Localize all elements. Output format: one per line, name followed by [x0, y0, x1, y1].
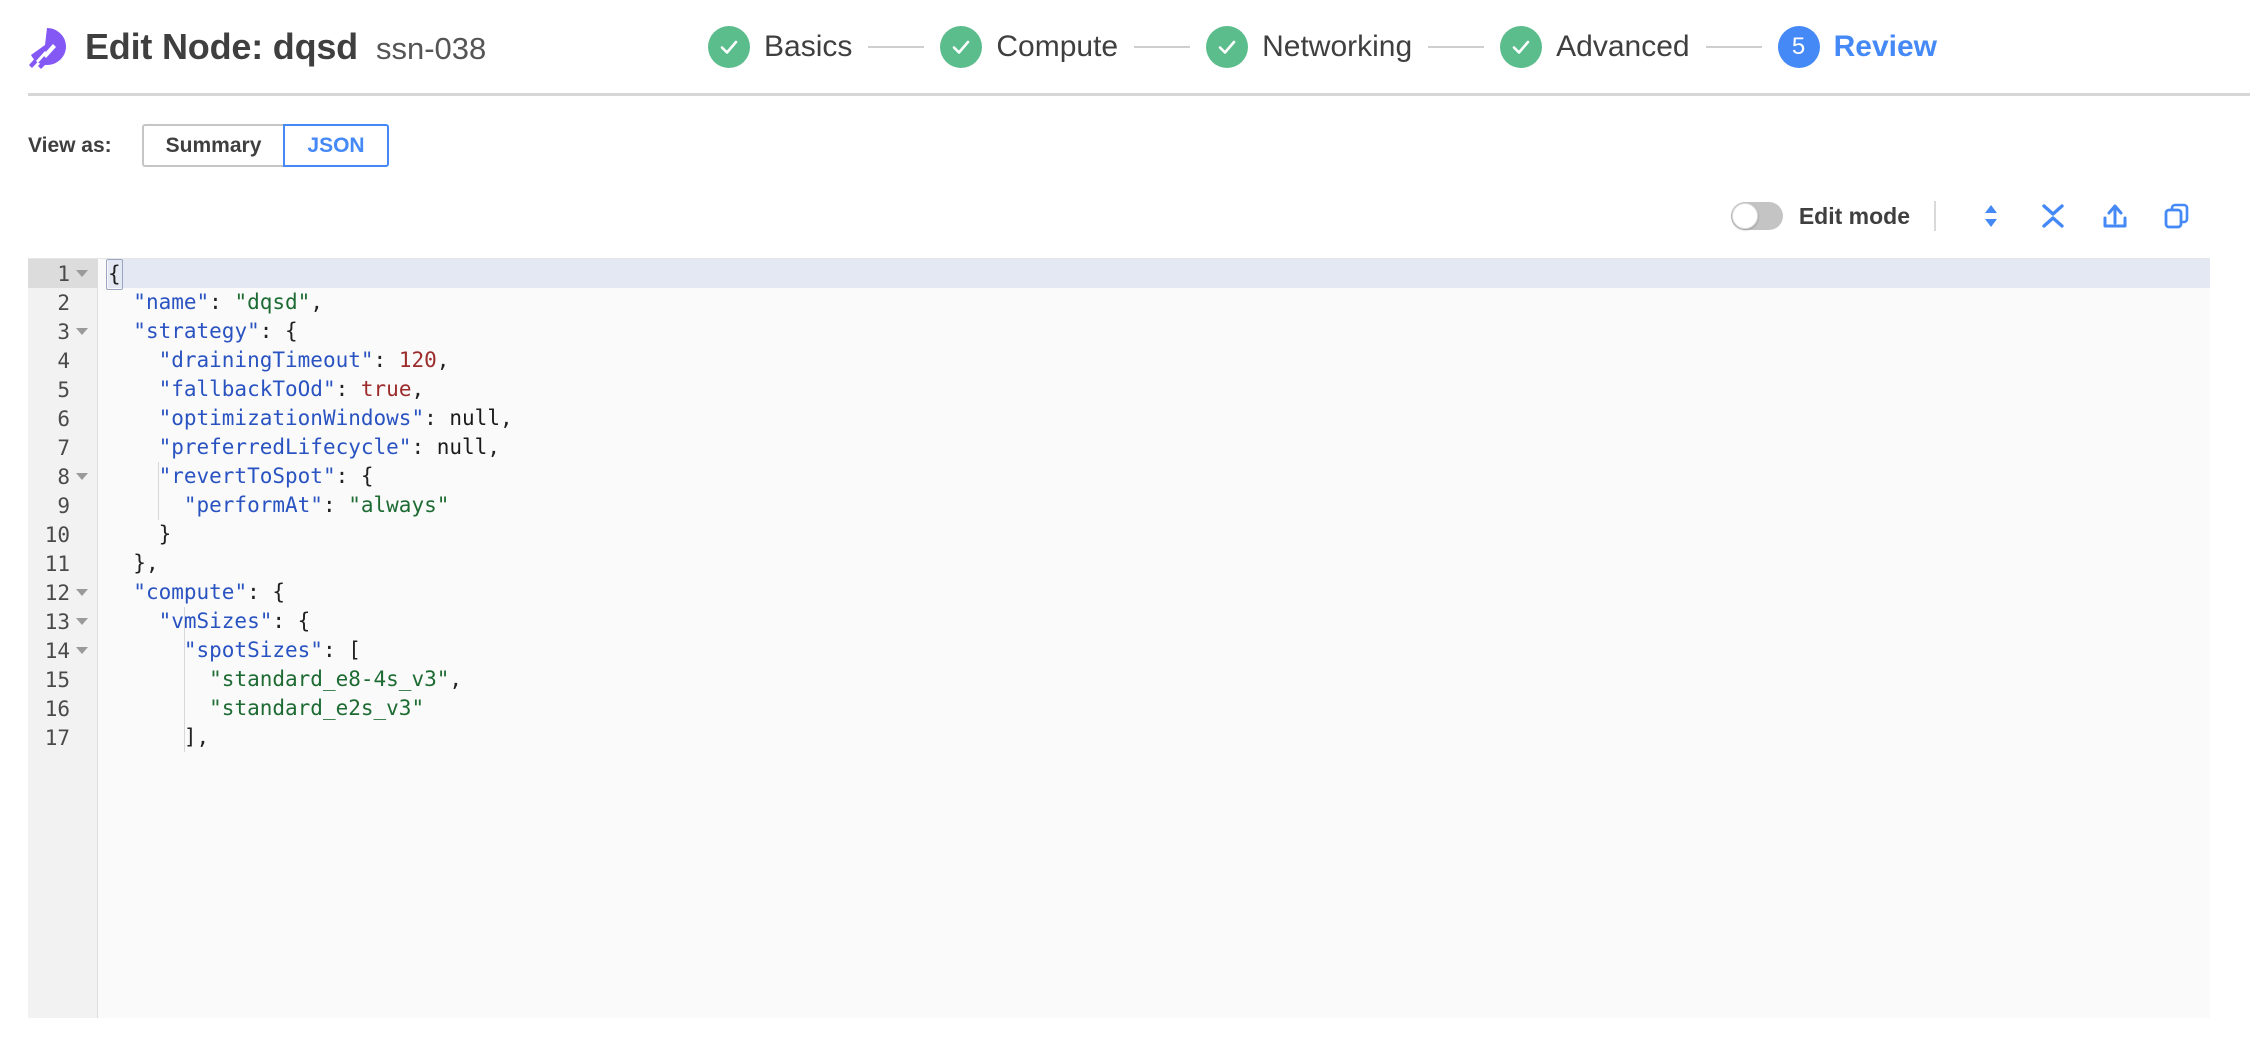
check-icon [1500, 26, 1543, 68]
fold-toggle-icon[interactable] [73, 328, 91, 335]
code-line[interactable]: "compute": { [133, 580, 286, 604]
gutter-line-number: 15 [44, 667, 70, 692]
page-title-text: Edit Node: dqsd [85, 26, 358, 67]
expand-all-icon[interactable] [1974, 199, 2008, 233]
code-line[interactable]: "vmSizes": { [158, 609, 311, 633]
gutter-line-number: 12 [28, 578, 97, 607]
edit-mode-label: Edit mode [1798, 202, 1910, 229]
code-line[interactable]: { [106, 259, 2210, 290]
export-icon[interactable] [2098, 199, 2132, 233]
header-divider [28, 93, 2250, 96]
step-number-badge: 5 [1777, 26, 1820, 68]
view-as-summary-button[interactable]: Summary [141, 124, 284, 167]
code-line[interactable]: "revertToSpot": { [158, 464, 374, 488]
view-as-label: View as: [28, 133, 112, 157]
gutter-line-number: 14 [28, 636, 97, 665]
step-compute[interactable]: Compute [940, 26, 1118, 68]
step-label: Networking [1262, 30, 1413, 63]
step-review[interactable]: 5 Review [1777, 26, 1937, 68]
indent-guide [158, 462, 160, 520]
step-connector [1705, 46, 1762, 48]
step-connector [1134, 46, 1191, 48]
step-label: Basics [764, 30, 853, 63]
step-label: Advanced [1556, 30, 1690, 63]
gutter-line-number: 1 [28, 259, 97, 288]
spot-logo-icon [25, 25, 69, 69]
code-line[interactable]: "preferredLifecycle": null, [158, 435, 500, 459]
step-basics[interactable]: Basics [708, 26, 852, 68]
step-number: 5 [1791, 33, 1806, 60]
view-as-row: View as: Summary JSON [0, 94, 2250, 167]
gutter-line-number: 16 [44, 696, 70, 721]
code-line[interactable]: "fallbackToOd": true, [158, 377, 425, 401]
step-connector [868, 46, 925, 48]
check-icon [940, 26, 983, 68]
step-label: Review [1833, 30, 1937, 63]
wizard-stepper: Basics Compute Networking Advanced 5 Review [700, 0, 1937, 94]
fold-toggle-icon[interactable] [73, 647, 91, 654]
collapse-all-icon[interactable] [2036, 199, 2070, 233]
copy-icon[interactable] [2160, 199, 2194, 233]
code-line[interactable]: "performAt": "always" [183, 493, 450, 517]
code-line[interactable]: "spotSizes": [ [183, 638, 361, 662]
view-as-segmented-control[interactable]: Summary JSON [141, 124, 389, 167]
fold-toggle-icon[interactable] [73, 473, 91, 480]
check-icon [1206, 26, 1249, 68]
code-line[interactable]: "name": "dqsd", [133, 290, 323, 314]
fold-toggle-icon[interactable] [73, 589, 91, 596]
code-line[interactable]: "standard_e8-4s_v3", [209, 667, 463, 691]
gutter-line-number: 9 [57, 493, 70, 518]
gutter-line-number: 11 [44, 551, 70, 576]
code-line[interactable]: "strategy": { [133, 319, 298, 343]
gutter-line-number: 4 [57, 348, 70, 373]
code-line[interactable]: "standard_e2s_v3" [209, 696, 425, 720]
gutter-line-number: 6 [57, 406, 70, 431]
check-icon [708, 26, 750, 68]
code-line[interactable]: } [158, 522, 172, 546]
code-line[interactable]: "drainingTimeout": 120, [158, 348, 450, 372]
gutter-line-number: 3 [28, 317, 97, 346]
step-advanced[interactable]: Advanced [1500, 26, 1690, 68]
page-title: Edit Node: dqsd ssn-038 [85, 26, 486, 68]
page-subtitle-text: ssn-038 [375, 31, 487, 66]
gutter-line-number: 10 [44, 522, 70, 547]
fold-toggle-icon[interactable] [73, 270, 91, 277]
step-label: Compute [996, 30, 1119, 63]
gutter-line-number: 2 [57, 290, 70, 315]
code-line[interactable]: }, [133, 551, 159, 575]
edit-mode-toggle-knob [1731, 203, 1758, 229]
gutter-line-number: 7 [57, 435, 70, 460]
indent-guide [183, 607, 185, 752]
gutter-line-number: 17 [44, 725, 70, 750]
step-networking[interactable]: Networking [1206, 26, 1412, 68]
fold-toggle-icon[interactable] [73, 618, 91, 625]
toolbar-divider [1934, 201, 1936, 231]
gutter-line-number: 13 [28, 607, 97, 636]
editor-code-area[interactable]: { "name": "dqsd", "strategy": { "drainin… [98, 259, 2210, 1018]
page-header: Edit Node: dqsd ssn-038 Basics Compute Net… [0, 0, 2250, 96]
code-line[interactable]: "optimizationWindows": null, [158, 406, 513, 430]
gutter-line-number: 8 [28, 462, 97, 491]
editor-toolbar: Edit mode [0, 192, 2250, 240]
edit-mode-toggle[interactable] [1730, 202, 1783, 230]
view-as-json-button[interactable]: JSON [283, 124, 389, 167]
step-connector [1428, 46, 1485, 48]
gutter-line-number: 5 [57, 377, 70, 402]
code-line[interactable]: ], [183, 725, 210, 749]
